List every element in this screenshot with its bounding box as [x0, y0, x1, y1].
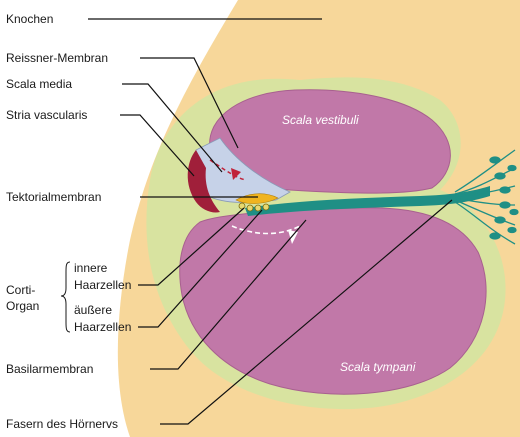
- label-basilarmembran: Basilarmembran: [6, 362, 93, 376]
- scala-tympani-label: Scala tympani: [340, 360, 416, 374]
- label-corti-line1: Corti-: [6, 283, 35, 297]
- label-scala-media: Scala media: [6, 77, 72, 91]
- label-reissner-membran: Reissner-Membran: [6, 51, 108, 65]
- label-aeussere-line1: äußere: [74, 303, 112, 317]
- label-knochen: Knochen: [6, 12, 53, 26]
- label-fasern-des-hoernervs: Fasern des Hörnervs: [6, 417, 118, 431]
- label-innere-line2: Haarzellen: [74, 278, 131, 292]
- scala-vestibuli-label: Scala vestibuli: [282, 113, 359, 127]
- label-stria-vascularis: Stria vascularis: [6, 108, 87, 122]
- label-aeussere-line2: Haarzellen: [74, 320, 131, 334]
- corti-brace: [61, 262, 70, 332]
- label-tektorialmembran: Tektorialmembran: [6, 190, 101, 204]
- label-innere-line1: innere: [74, 261, 108, 275]
- label-corti-line2: Organ: [6, 299, 39, 313]
